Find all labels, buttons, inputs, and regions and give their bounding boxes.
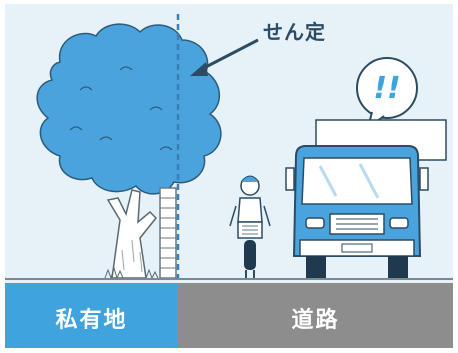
arrow-icon	[190, 38, 259, 76]
ground-line	[5, 278, 453, 280]
private-land-strip	[5, 283, 178, 348]
pruning-callout-label: せん定	[263, 20, 326, 44]
measuring-pole-icon	[159, 187, 177, 279]
truck-icon	[285, 119, 447, 278]
road-strip	[178, 283, 453, 348]
exclamation-mark: !!	[373, 71, 400, 106]
road-label: 道路	[291, 308, 340, 333]
speech-bubble-icon: !!	[356, 57, 418, 131]
tree-icon	[36, 23, 222, 280]
private-land-label: 私有地	[55, 308, 128, 333]
cyclist-icon	[229, 175, 271, 278]
